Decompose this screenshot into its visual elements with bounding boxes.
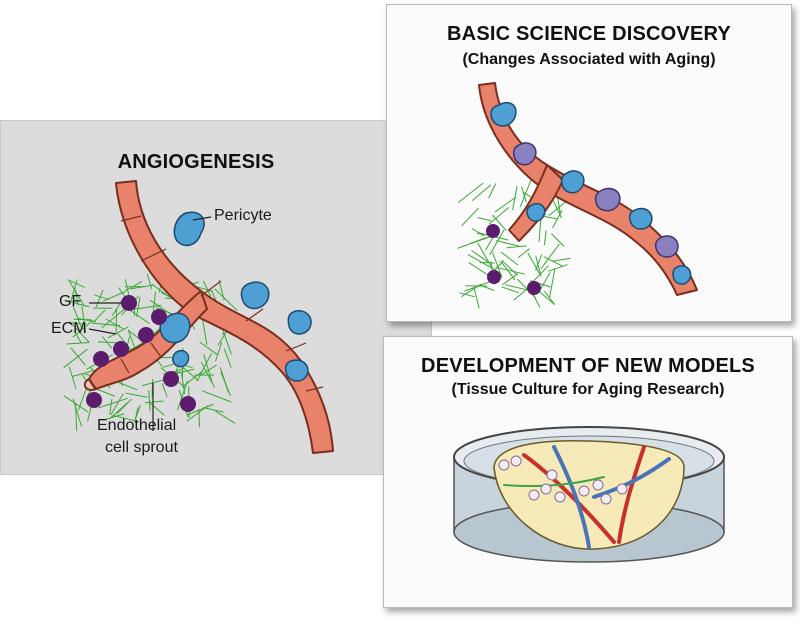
petri-dish-illustration (453, 426, 725, 563)
models-subtitle: (Tissue Culture for Aging Research) (451, 381, 725, 398)
label-ecm: ECM (51, 320, 87, 337)
aged-vessel-illustration (457, 82, 698, 309)
tissue-cells (498, 455, 628, 505)
angiogenesis-panel: ANGIOGENESIS (0, 120, 432, 475)
growth-factor-dots (486, 224, 541, 295)
label-cell-sprout: cell sprout (105, 439, 178, 456)
petri-dish (453, 426, 725, 563)
pericyte-cells (159, 211, 312, 382)
models-title: DEVELOPMENT OF NEW MODELS (421, 355, 755, 377)
angiogenesis-illustration (63, 180, 334, 454)
growth-factor-dots (86, 295, 196, 412)
discovery-subtitle: (Changes Associated with Aging) (462, 51, 716, 68)
aged-pericyte-cells (490, 101, 692, 285)
angiogenesis-title: ANGIOGENESIS (117, 151, 275, 173)
discovery-title: BASIC SCIENCE DISCOVERY (447, 23, 731, 45)
tissue-vessels (503, 445, 671, 549)
discovery-panel: BASIC SCIENCE DISCOVERY (Changes Associa… (386, 4, 792, 322)
label-pericyte: Pericyte (214, 207, 272, 224)
ecm-mesh (457, 178, 574, 309)
label-gf: GF (59, 293, 82, 310)
label-endothelial: Endothelial (97, 417, 177, 434)
models-panel: DEVELOPMENT OF NEW MODELS (Tissue Cultur… (383, 336, 793, 608)
